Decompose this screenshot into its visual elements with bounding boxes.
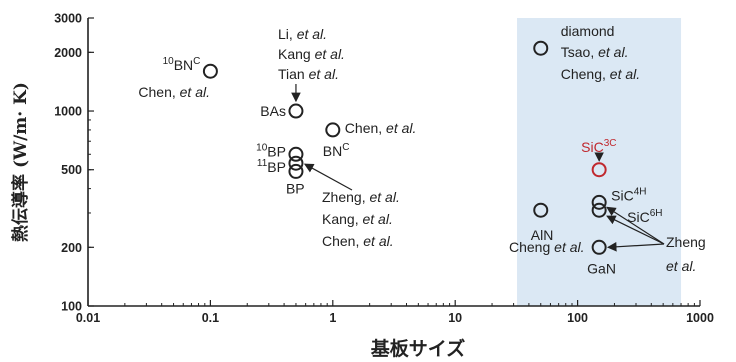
point-aln: [533, 202, 549, 218]
label-suffix: C: [193, 56, 200, 67]
annotation-tsao: Tsao, et al.: [561, 44, 629, 60]
annotation-chen_bn10: Chen, et al.: [138, 84, 210, 100]
x-axis-title: 基板サイズ: [370, 337, 465, 360]
y-tick-label: 200: [61, 241, 82, 255]
label-main: SiC: [627, 209, 650, 225]
point-diamond: [533, 40, 549, 56]
point-sic6h: [591, 202, 607, 218]
label-bp: BP: [286, 180, 305, 196]
axes: 0.01 0.1 1 10 100 1000 100 200 500 1000 2000 3000: [54, 12, 714, 326]
label-sic6h: SiC6H: [627, 208, 662, 225]
annotation-chen3: Chen, et al.: [322, 233, 394, 249]
annotation-cheng: Cheng, et al.: [561, 66, 640, 82]
highlight-region: [517, 18, 682, 306]
data-points: [202, 40, 607, 255]
label-main: BN: [174, 57, 193, 73]
annotation-arrows: [291, 84, 665, 252]
label-suffix: 6H: [650, 208, 663, 219]
label-bp10: 10BP: [256, 142, 286, 159]
x-tick-label: 1: [329, 311, 336, 325]
annotation-zheng2-line1: Zheng: [666, 234, 706, 250]
annotation-zheng1: Zheng, et al.: [322, 189, 400, 205]
annotation-li: Li, et al.: [278, 26, 327, 42]
label-gan: GaN: [587, 260, 616, 276]
x-tick-label: 1000: [686, 311, 714, 325]
label-prefix: 10: [256, 142, 268, 153]
point-bp10: [288, 146, 304, 162]
label-suffix: C: [342, 142, 349, 153]
point-bp: [288, 163, 304, 179]
label-bn10: 10BNC: [163, 56, 201, 73]
arrow-zheng-to-gan: [606, 242, 665, 252]
y-tick-label: 500: [61, 163, 82, 177]
point-gan: [591, 239, 607, 255]
annotation-tian: Tian et al.: [278, 66, 339, 82]
label-main: BN: [323, 143, 342, 159]
label-main: AlN: [531, 227, 554, 243]
y-tick-label: 1000: [54, 105, 82, 119]
arrow-zheng-to-bp: [303, 163, 353, 191]
x-tick-label: 0.01: [76, 311, 100, 325]
y-axis-title: 熱伝導率 (W/m· K): [10, 82, 31, 242]
arrow-zheng-to-sic6h: [606, 215, 665, 245]
y-tick-label: 100: [61, 300, 82, 314]
label-main: BP: [286, 180, 305, 196]
point-sic4h: [591, 194, 607, 210]
label-main: BP: [267, 143, 286, 159]
label-suffix: 3C: [604, 138, 617, 149]
label-prefix: 10: [163, 56, 175, 67]
point-sic3c: [591, 162, 607, 178]
label-bnc: BNC: [323, 142, 350, 159]
label-suffix: 4H: [634, 186, 647, 197]
label-bp11: 11BP: [257, 158, 286, 175]
label-sic4h: SiC4H: [611, 186, 646, 203]
point-bp11: [288, 155, 304, 171]
label-bas: BAs: [260, 103, 286, 119]
x-tick-label: 100: [567, 311, 588, 325]
label-prefix: 11: [257, 158, 268, 169]
label-main: SiC: [581, 139, 604, 155]
point-bnc: [325, 122, 341, 138]
label-main: BP: [267, 159, 286, 175]
annotation-chen_bnc: Chen, et al.: [345, 120, 417, 136]
y-tick-label: 2000: [54, 46, 82, 60]
point-bas: [288, 103, 304, 119]
label-main: SiC: [611, 187, 634, 203]
label-main: BAs: [260, 103, 286, 119]
y-tick-label: 3000: [54, 12, 82, 26]
point-bn10: [202, 63, 218, 79]
label-sic3c: SiC3C: [581, 138, 616, 155]
arrow-zheng-to-sic4h: [606, 206, 665, 245]
label-diamond: diamond: [561, 23, 615, 39]
annotation-cheng_gan: Cheng et al.: [509, 239, 585, 255]
annotation-zheng2-line2: et al.: [666, 258, 696, 274]
label-main: GaN: [587, 260, 616, 276]
label-aln: AlN: [531, 227, 554, 243]
annotation-kang: Kang et al.: [278, 46, 345, 62]
x-tick-label: 10: [448, 311, 462, 325]
label-main: diamond: [561, 23, 615, 39]
annotation-kang2: Kang, et al.: [322, 211, 393, 227]
x-tick-label: 0.1: [202, 311, 219, 325]
